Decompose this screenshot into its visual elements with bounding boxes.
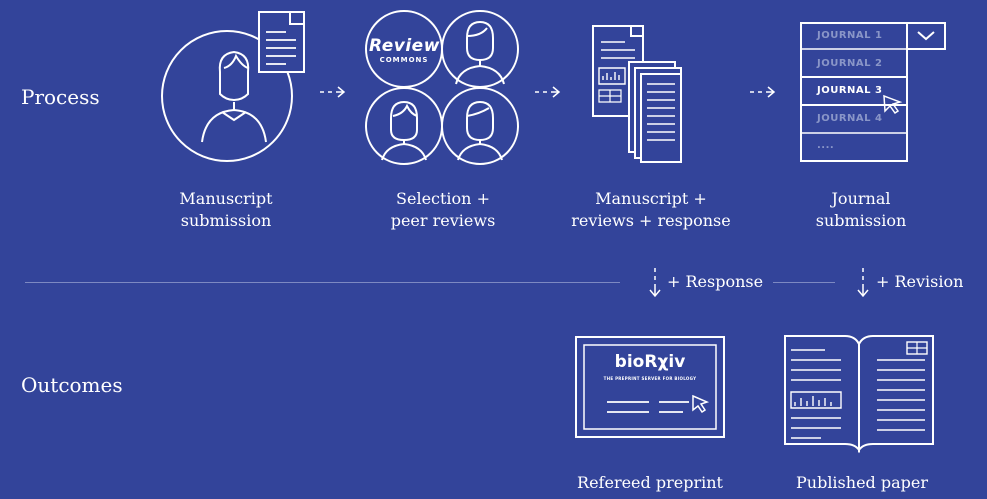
- published-paper-icon: [781, 334, 941, 454]
- step-4-caption: Journal submission: [761, 188, 961, 232]
- process-arrow-2-icon: [533, 84, 563, 100]
- step-3-caption: Manuscript + reviews + response: [551, 188, 751, 232]
- step-2-line1: Selection +: [396, 189, 490, 208]
- biorxiv-logo-tagline: THE PREPRINT SERVER FOR BIOLOGY: [603, 376, 697, 381]
- step-2-caption: Selection + peer reviews: [343, 188, 543, 232]
- process-arrow-1-icon: [318, 84, 348, 100]
- review-commons-logo-word: Review: [369, 36, 440, 56]
- journal-option-3-selected: JOURNAL 3: [817, 85, 883, 96]
- step-1-line2: submission: [180, 211, 272, 230]
- step-4-line1: Journal: [831, 189, 891, 208]
- revision-label: + Revision: [876, 272, 964, 291]
- journal-dropdown: JOURNAL 1 JOURNAL 2 JOURNAL 3 JOURNAL 4 …: [800, 22, 948, 164]
- process-arrow-3-icon: [748, 84, 778, 100]
- step-3-line2: reviews + response: [571, 211, 731, 230]
- step-2-line2: peer reviews: [390, 211, 496, 230]
- revision-arrow-icon: [855, 266, 871, 300]
- outcome-2-caption: Published paper: [796, 473, 928, 492]
- author-avatar-icon: [150, 10, 315, 165]
- journal-option-1: JOURNAL 1: [817, 30, 883, 41]
- response-label: + Response: [667, 272, 764, 291]
- step-4-line2: submission: [815, 211, 907, 230]
- step-1-caption: Manuscript submission: [126, 188, 326, 232]
- step-3-line1: Manuscript +: [595, 189, 707, 208]
- journal-option-4: JOURNAL 4: [817, 113, 883, 124]
- section-divider-mid: [773, 282, 835, 283]
- journal-option-more: ....: [817, 140, 835, 151]
- peer-review-group-icon: Review COMMONS: [363, 8, 523, 168]
- response-arrow-icon: [647, 266, 663, 300]
- section-divider: [25, 282, 620, 283]
- outcome-1-caption: Refereed preprint: [577, 473, 723, 492]
- manuscript-stack-icon: [585, 20, 685, 165]
- biorxiv-logo-name: bioRχiv: [614, 352, 686, 372]
- step-1-line1: Manuscript: [179, 189, 273, 208]
- outcomes-row-label: Outcomes: [21, 373, 123, 397]
- process-row-label: Process: [21, 85, 100, 109]
- review-commons-logo-sub: COMMONS: [379, 56, 429, 64]
- refereed-preprint-icon: bioRχiv THE PREPRINT SERVER FOR BIOLOGY: [575, 336, 725, 438]
- journal-option-2: JOURNAL 2: [817, 58, 883, 69]
